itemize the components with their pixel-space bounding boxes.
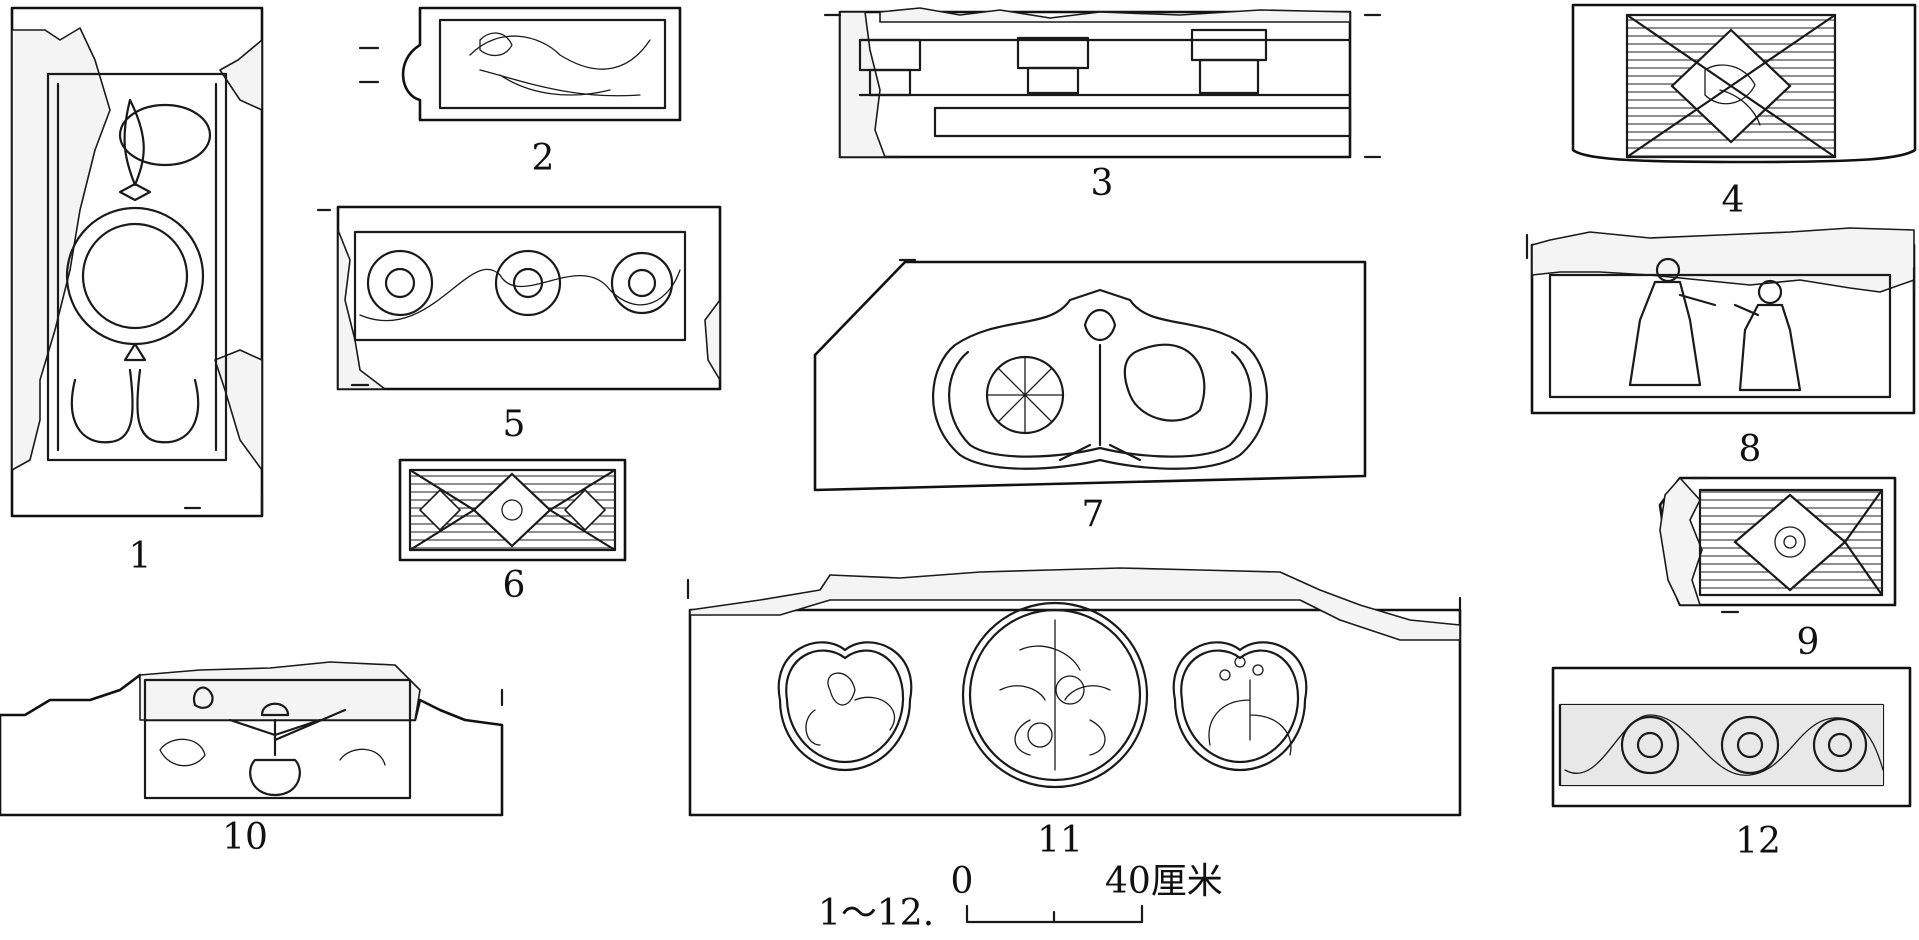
figure-label-4: 4	[1722, 180, 1745, 221]
figure-label-7: 7	[1082, 494, 1105, 535]
slab-12	[1551, 666, 1912, 808]
slab-7	[813, 258, 1367, 492]
slab-2	[358, 6, 682, 122]
scale-bar: 1～12. 0 40厘米	[818, 861, 1223, 934]
slab-8	[1525, 227, 1916, 415]
figure-label-6: 6	[503, 565, 526, 606]
figure-label-10: 10	[222, 817, 268, 858]
figure-label-9: 9	[1797, 622, 1820, 663]
scale-zero-label: 0	[951, 861, 974, 902]
slab-4	[1571, 3, 1917, 164]
slab-9	[1658, 476, 1897, 614]
slab-3	[823, 7, 1382, 159]
figure-label-5: 5	[503, 404, 526, 445]
slab-1	[10, 6, 264, 518]
slab-5	[316, 205, 722, 391]
figure-label-8: 8	[1739, 429, 1762, 470]
figure-label-1: 1	[129, 536, 152, 577]
scale-range-label: 1～12.	[818, 893, 934, 934]
slab-10	[0, 661, 504, 817]
slab-11	[686, 567, 1462, 817]
figure-label-12: 12	[1735, 821, 1781, 862]
figure-label-3: 3	[1091, 163, 1114, 204]
slab-6	[398, 458, 627, 562]
figure-label-2: 2	[532, 138, 555, 179]
figure-label-11: 11	[1037, 820, 1083, 861]
scale-max-label: 40厘米	[1105, 861, 1223, 902]
